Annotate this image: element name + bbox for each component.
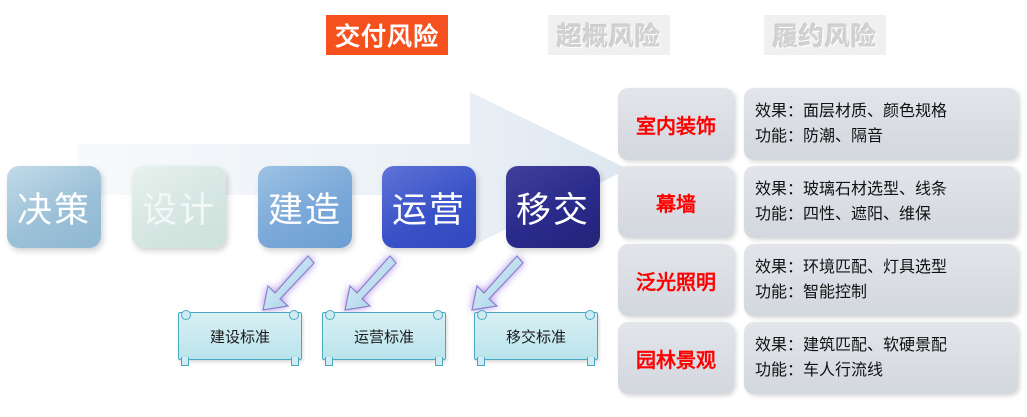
category-landscape[interactable]: 园林景观 bbox=[618, 322, 734, 394]
scroll-tail-right-icon bbox=[587, 357, 595, 366]
scroll-tail-right-icon bbox=[291, 357, 299, 366]
detail-interior-decoration: 效果：面层材质、颜色规格 功能：防潮、隔音 bbox=[744, 88, 1018, 160]
stage-handover-label: 移交 bbox=[515, 190, 590, 231]
standard-handover-label: 移交标准 bbox=[505, 327, 566, 346]
category-interior-decoration-label: 室内装饰 bbox=[636, 115, 716, 138]
risk-title-overbudget-label: 超概风险 bbox=[556, 23, 661, 51]
stage-handover[interactable]: 移交 bbox=[506, 166, 600, 248]
stage-decision[interactable]: 决策 bbox=[7, 166, 101, 248]
standard-operation[interactable]: 运营标准 bbox=[322, 310, 446, 366]
category-curtain-wall[interactable]: 幕墙 bbox=[618, 166, 734, 238]
scroll-tail-left-icon bbox=[325, 357, 333, 366]
risk-title-performance[interactable]: 履约风险 bbox=[764, 15, 886, 55]
connector-arrow-handover-icon bbox=[471, 255, 524, 311]
detail-curtain-wall: 效果：玻璃石材选型、线条 功能：四性、遮阳、维保 bbox=[744, 166, 1018, 238]
risk-title-delivery-label: 交付风险 bbox=[334, 23, 439, 51]
category-flood-lighting-label: 泛光照明 bbox=[636, 271, 716, 294]
risk-title-overbudget[interactable]: 超概风险 bbox=[548, 15, 670, 55]
detail-function-line: 功能：车人行流线 bbox=[755, 361, 884, 379]
category-interior-decoration[interactable]: 室内装饰 bbox=[618, 88, 734, 160]
stage-construction-label: 建造 bbox=[267, 190, 342, 231]
category-curtain-wall-label: 幕墙 bbox=[656, 193, 696, 216]
detail-effect-line: 效果：面层材质、颜色规格 bbox=[755, 102, 948, 120]
detail-function-line: 功能：四性、遮阳、维保 bbox=[755, 205, 932, 223]
standard-handover[interactable]: 移交标准 bbox=[474, 310, 598, 366]
scroll-tail-left-icon bbox=[477, 357, 485, 366]
detail-landscape: 效果：建筑匹配、软硬景配 功能：车人行流线 bbox=[744, 322, 1018, 394]
risk-title-performance-label: 履约风险 bbox=[772, 23, 877, 51]
category-landscape-label: 园林景观 bbox=[636, 349, 716, 372]
scroll-tail-right-icon bbox=[435, 357, 443, 366]
stage-decision-label: 决策 bbox=[16, 190, 91, 231]
detail-effect-line: 效果：环境匹配、灯具选型 bbox=[755, 258, 948, 276]
connector-arrow-operation-icon bbox=[344, 255, 397, 311]
stage-operation[interactable]: 运营 bbox=[382, 166, 476, 248]
stage-design-label: 设计 bbox=[141, 190, 216, 231]
scroll-tail-left-icon bbox=[181, 357, 189, 366]
detail-effect-line: 效果：建筑匹配、软硬景配 bbox=[755, 336, 948, 354]
standard-construction-label: 建设标准 bbox=[209, 327, 270, 346]
standard-construction[interactable]: 建设标准 bbox=[178, 310, 302, 366]
detail-flood-lighting: 效果：环境匹配、灯具选型 功能：智能控制 bbox=[744, 244, 1018, 316]
detail-effect-line: 效果：玻璃石材选型、线条 bbox=[755, 180, 948, 198]
stage-construction[interactable]: 建造 bbox=[258, 166, 352, 248]
connector-arrow-construction-icon bbox=[262, 255, 315, 311]
stage-design[interactable]: 设计 bbox=[132, 166, 226, 248]
category-flood-lighting[interactable]: 泛光照明 bbox=[618, 244, 734, 316]
standard-operation-label: 运营标准 bbox=[353, 327, 414, 346]
process-background-arrow bbox=[78, 92, 628, 247]
detail-function-line: 功能：智能控制 bbox=[755, 283, 868, 301]
stage-operation-label: 运营 bbox=[391, 190, 466, 231]
detail-function-line: 功能：防潮、隔音 bbox=[755, 127, 884, 145]
risk-title-delivery[interactable]: 交付风险 bbox=[326, 15, 448, 55]
